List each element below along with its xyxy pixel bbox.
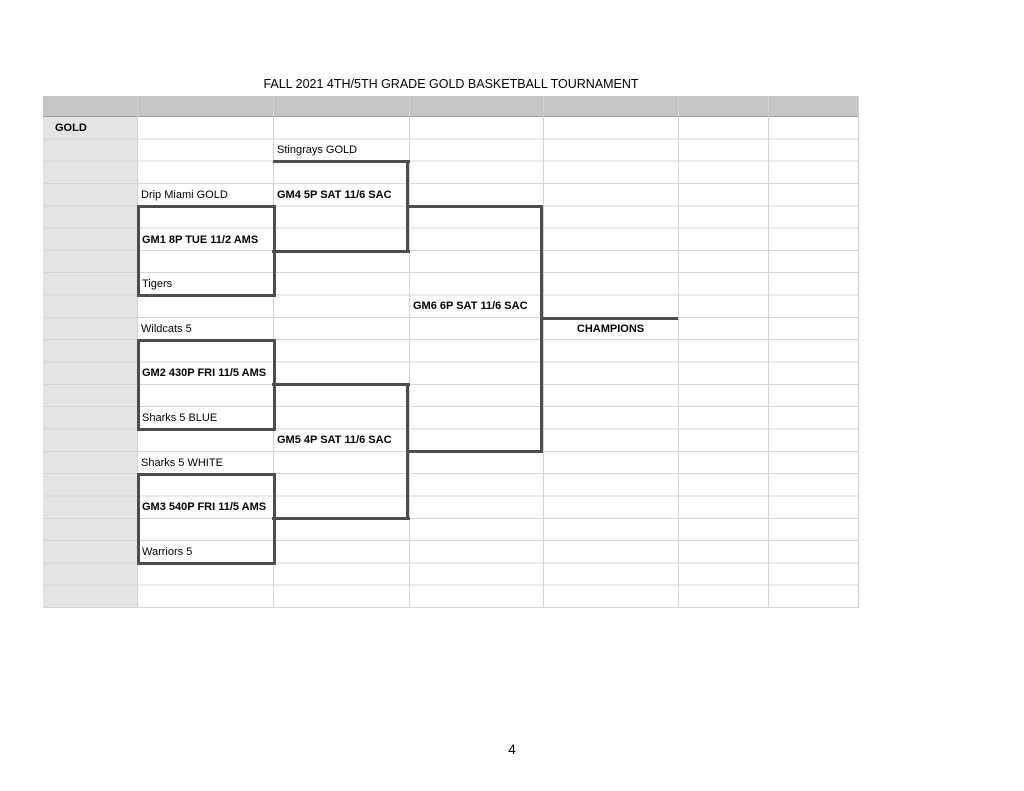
game-gm3-label: GM3 540P FRI 11/5 AMS [142, 501, 267, 513]
bracket-line-stingrays-bye [273, 160, 410, 163]
bracket-line-gm4-vertical [406, 160, 409, 253]
game-gm6-label: GM6 6P SAT 11/6 SAC [413, 300, 528, 312]
game-gm2-label: GM2 430P FRI 11/5 AMS [142, 367, 267, 379]
gridline [858, 96, 859, 608]
bracket-line-gm6-vertical [540, 205, 543, 453]
team-stingrays-gold: Stingrays GOLD [277, 144, 358, 156]
bracket-box-gm1 [137, 205, 276, 297]
spreadsheet-header-band [43, 96, 859, 117]
game-gm1-label: GM1 8P TUE 11/2 AMS [142, 234, 259, 246]
team-drip-miami-gold: Drip Miami GOLD [141, 189, 228, 201]
page-number: 4 [508, 742, 516, 757]
team-sharks-5-white: Sharks 5 WHITE [141, 457, 223, 469]
bracket-line-gm4-winner [409, 205, 543, 208]
page-title: FALL 2021 4TH/5TH GRADE GOLD BASKETBALL … [263, 77, 639, 91]
gridline [409, 96, 410, 608]
bracket-line-gm3-winner [272, 517, 410, 520]
bracket-line-gm5-vertical [406, 383, 409, 520]
gridline [768, 96, 769, 608]
team-wildcats-5: Wildcats 5 [141, 323, 192, 335]
horizontal-gridlines [43, 117, 859, 608]
bracket-line-gm5-winner [409, 450, 543, 453]
team-warriors-5: Warriors 5 [142, 546, 193, 558]
game-gm4-label: GM4 5P SAT 11/6 SAC [277, 189, 392, 201]
gridline [543, 96, 544, 608]
bracket-spreadsheet-grid: GOLD Stingrays GOLD Drip Miami GOLD GM4 … [43, 96, 859, 608]
bracket-line-gm2-winner [272, 383, 410, 386]
bracket-line-champions [543, 317, 678, 320]
bracket-line-gm1-winner [272, 250, 410, 253]
champions-label: CHAMPIONS [576, 323, 645, 335]
game-gm5-label: GM5 4P SAT 11/6 SAC [277, 434, 392, 446]
team-tigers: Tigers [142, 278, 173, 290]
gridline [678, 96, 679, 608]
team-sharks-5-blue: Sharks 5 BLUE [142, 412, 218, 424]
division-label: GOLD [55, 122, 87, 134]
